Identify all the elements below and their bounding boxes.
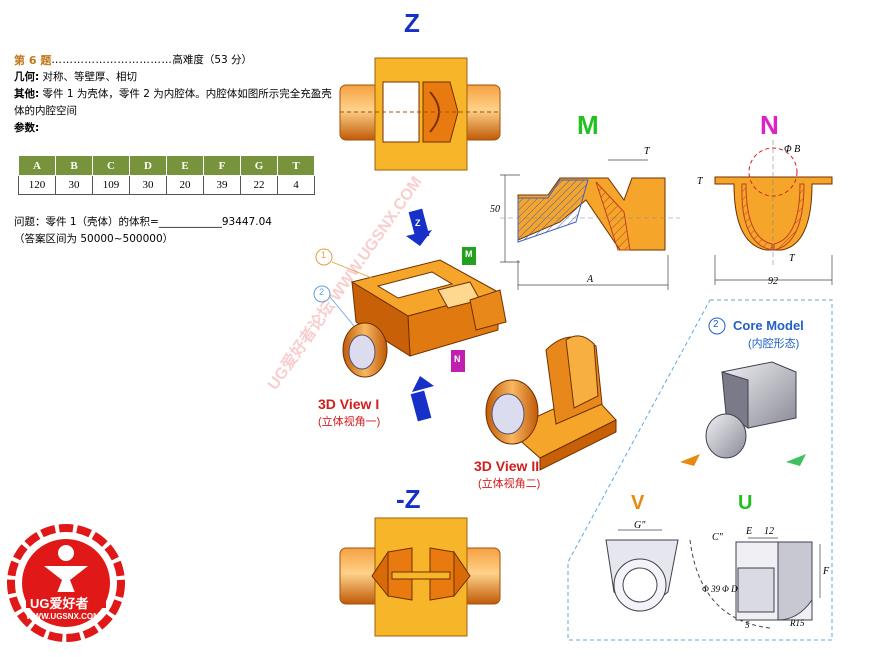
dim-g: G": [634, 520, 646, 531]
arrow-n-label: N: [454, 354, 461, 364]
section-n: [714, 140, 833, 285]
difficulty: 高难度（53 分）: [172, 54, 253, 66]
logo-url: WWW.UGSNX.COM: [26, 612, 100, 621]
geometry-row: 几何: 对称、等壁厚、相切: [14, 69, 334, 86]
geometry-label: 几何:: [14, 71, 40, 83]
arrow-z-label: Z: [415, 218, 421, 228]
section-m: [500, 159, 680, 290]
view2-title: 3D View II: [474, 458, 540, 474]
core-subtitle: (内腔形态): [748, 338, 800, 350]
bottom-view-neg-z: [339, 517, 501, 637]
params-header-row: A B C D E F G T: [18, 155, 315, 176]
3d-view-1: [313, 208, 507, 422]
v-view: [605, 529, 679, 612]
param-header: C: [92, 155, 130, 176]
dim-12: 12: [764, 526, 774, 537]
question-text: 问题：零件 1（壳体）的体积=: [14, 216, 159, 228]
question: 问题：零件 1（壳体）的体积=____________93447.04 （答案区…: [14, 214, 344, 248]
answer-range: （答案区间为 50000~500000）: [14, 233, 174, 245]
dim-c: C": [712, 532, 723, 543]
answer-blank: ____________: [158, 216, 222, 228]
param-value: 120: [18, 175, 56, 195]
dim-r15: R15: [790, 618, 805, 628]
title-dots: ……………………………: [51, 54, 173, 66]
top-view-z: [339, 57, 501, 171]
ug-logo: [7, 524, 125, 642]
param-header: T: [277, 155, 315, 176]
dim-92: 92: [768, 276, 778, 287]
question-line: 问题：零件 1（壳体）的体积=____________93447.04: [14, 214, 344, 231]
other-row: 其他: 零件 1 为壳体，零件 2 为内腔体。内腔体如图所示完全充盈壳体的内腔空…: [14, 86, 334, 120]
params-row: 参数:: [14, 120, 334, 137]
param-value: 22: [240, 175, 278, 195]
u-view: [689, 537, 821, 629]
callout-1: 1: [321, 250, 327, 260]
core-number: 2: [713, 319, 719, 330]
dim-b: Φ B: [784, 144, 801, 155]
param-header: F: [203, 155, 241, 176]
view1-title: 3D View I: [318, 396, 380, 412]
dim-5: 5: [745, 620, 750, 630]
param-header: B: [55, 155, 93, 176]
param-value: 30: [129, 175, 167, 195]
dim-50: 50: [490, 204, 500, 215]
problem-title: 第 6 题 …………………………… 高难度（53 分）: [14, 52, 334, 69]
dim-t-n-left: T: [697, 176, 703, 187]
section-n-label: N: [760, 110, 779, 140]
other-value: 零件 1 为壳体，零件 2 为内腔体。内腔体如图所示完全充盈壳体的内腔空间: [14, 88, 332, 117]
core-title: Core Model: [733, 318, 804, 333]
dim-t-m: T: [644, 146, 650, 157]
core-model-panel: [567, 299, 833, 641]
dim-t-n-bottom: T: [789, 253, 795, 264]
param-value: 39: [203, 175, 241, 195]
param-value: 20: [166, 175, 204, 195]
3d-view-2: [485, 335, 617, 471]
callout-2: 2: [319, 287, 325, 297]
param-value: 109: [92, 175, 130, 195]
view1-subtitle: (立体视角一): [318, 416, 381, 428]
params-value-row: 120 30 109 30 20 39 22 4: [18, 175, 315, 195]
problem-number: 第 6 题: [14, 54, 52, 67]
section-m-label: M: [577, 110, 599, 140]
params-label: 参数:: [14, 122, 40, 134]
param-value: 4: [277, 175, 315, 195]
arrow-m-label: M: [465, 249, 473, 259]
view2-subtitle: (立体视角二): [478, 478, 541, 490]
v-view-label: V: [631, 492, 645, 514]
problem-info: 第 6 题 …………………………… 高难度（53 分） 几何: 对称、等壁厚、相…: [14, 52, 334, 137]
params-table: A B C D E F G T 120 30 109 30 20 39 22 4: [18, 155, 315, 195]
top-view-label: Z: [404, 8, 420, 38]
dim-e: E: [746, 526, 753, 537]
dim-d: Φ D: [722, 584, 738, 594]
answer-value: 93447.04: [221, 216, 272, 228]
param-value: 30: [55, 175, 93, 195]
bottom-view-label: -Z: [396, 484, 421, 514]
logo-text: UG爱好者: [30, 596, 89, 611]
param-header: E: [166, 155, 204, 176]
dim-a: A: [587, 274, 594, 285]
u-view-label: U: [738, 492, 753, 514]
dim-39: Φ 39: [702, 584, 721, 594]
param-header: D: [129, 155, 167, 176]
dim-f: F: [823, 566, 830, 577]
geometry-value: 对称、等壁厚、相切: [42, 71, 138, 83]
other-label: 其他:: [14, 88, 40, 100]
